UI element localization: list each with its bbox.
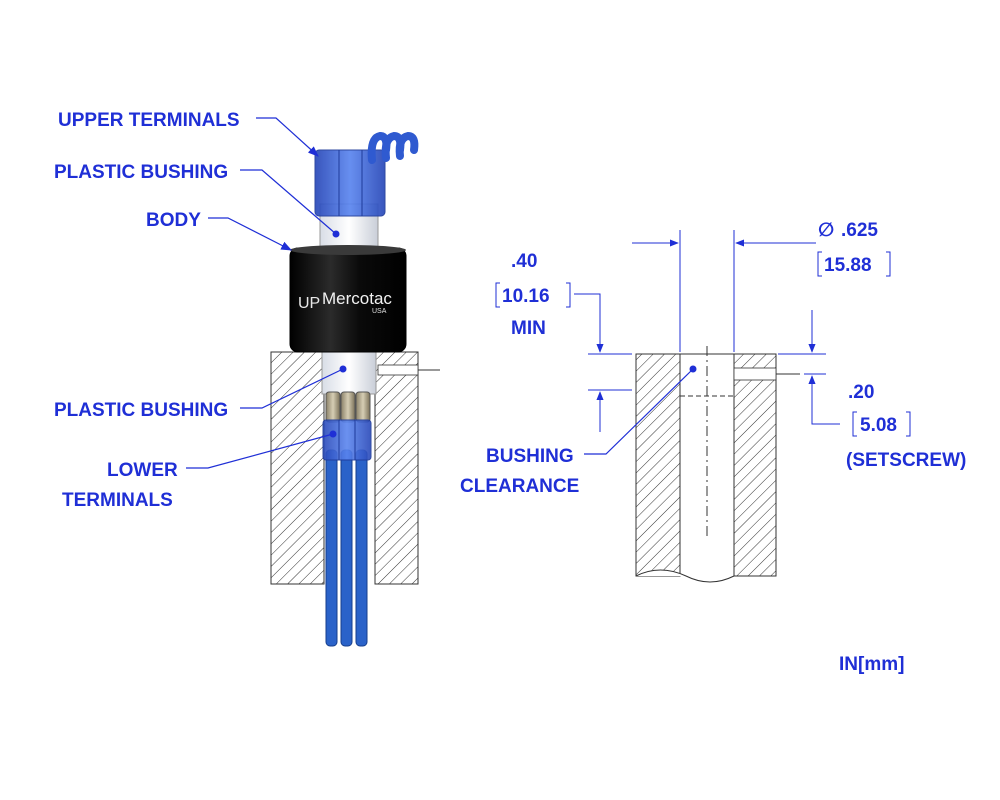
leader-upper-terminals: [256, 117, 319, 157]
leader-plastic-bushing-bottom: [240, 368, 344, 409]
leader-plastic-bushing-top: [240, 169, 337, 235]
label-upper-terminals: UPPER TERMINALS: [58, 110, 240, 131]
slip-ring-body: UP Mercotac USA: [289, 245, 407, 353]
min-depth-mm: 10.16: [502, 286, 550, 307]
brand-sub: USA: [372, 308, 387, 315]
leader-bushing-clearance: [584, 368, 694, 455]
diameter-dimension: [632, 230, 816, 352]
mounting-housing-right: [635, 346, 800, 583]
label-plastic-bushing-bottom: PLASTIC BUSHING: [54, 400, 228, 421]
label-plastic-bushing-top: PLASTIC BUSHING: [54, 162, 228, 183]
setscrew-mm: 5.08: [860, 415, 897, 436]
min-depth-inches: .40: [511, 251, 537, 272]
setscrew-mm-bracket: [852, 411, 911, 437]
lower-plastic-bushing: [321, 351, 377, 395]
brand-logo: Mercotac: [322, 289, 392, 308]
lower-terminals: [322, 391, 372, 461]
upper-terminals: [314, 131, 419, 217]
label-bushing-clearance-line2: CLEARANCE: [460, 476, 579, 497]
label-bushing-clearance-line1: BUSHING: [486, 446, 574, 467]
diameter-symbol: ∅: [818, 220, 834, 241]
label-body: BODY: [146, 210, 201, 231]
min-depth-mm-bracket: [495, 282, 571, 308]
units-note: IN[mm]: [839, 654, 904, 675]
leader-body: [208, 217, 292, 251]
min-depth-note: MIN: [511, 318, 546, 339]
diameter-inches: .625: [841, 220, 878, 241]
min-depth-dimension: [574, 293, 632, 432]
diameter-mm: 15.88: [824, 255, 872, 276]
up-mark: UP: [298, 295, 320, 312]
label-lower-terminals-line1: LOWER: [107, 460, 178, 481]
setscrew-dimension: [778, 310, 840, 425]
setscrew-inches: .20: [848, 382, 874, 403]
setscrew-note: (SETSCREW): [846, 450, 966, 471]
leader-lower-terminals: [186, 433, 334, 469]
lower-wires: [325, 449, 368, 647]
diameter-mm-bracket: [817, 251, 891, 277]
label-lower-terminals-line2: TERMINALS: [62, 490, 173, 511]
